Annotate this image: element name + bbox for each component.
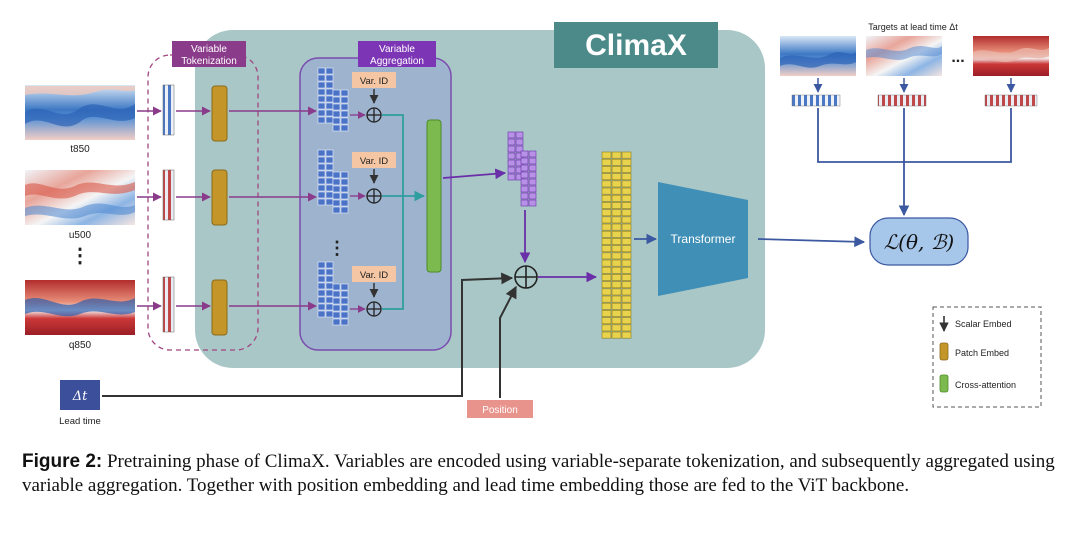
token-strip-t850 (162, 84, 175, 136)
aggregation-ellipsis: ⋮ (328, 238, 346, 258)
var-tokenization-label-2: Tokenization (181, 56, 237, 67)
transformer-block (658, 182, 748, 296)
target-token-strip-3 (984, 94, 1038, 107)
target-map-1 (780, 36, 856, 76)
targets-title: Targets at lead time Δt (868, 22, 958, 32)
loss-box (869, 217, 969, 266)
target-map-3 (973, 36, 1049, 76)
position-label: Position (482, 405, 518, 416)
var-tokenization-label-box (172, 41, 246, 67)
input-label-t850: t850 (70, 144, 90, 155)
climax-title: ClimaX (585, 29, 687, 62)
input-label-q850: q850 (69, 340, 92, 351)
cross-attention-block (426, 119, 442, 273)
input-ellipsis: ⋮ (70, 245, 90, 267)
legend-cross-swatch (939, 374, 949, 393)
input-map-u500 (25, 170, 135, 225)
var-id-1: Var. ID (352, 72, 396, 88)
aggregated-token-grid (507, 131, 537, 207)
svg-text:Var. ID: Var. ID (360, 156, 388, 167)
legend (932, 306, 1042, 408)
legend-cross-attention: Cross-attention (955, 380, 1016, 390)
token-grid-u500 (317, 149, 349, 214)
climax-title-box (554, 22, 718, 68)
legend-patch-swatch (939, 342, 949, 361)
token-grid-t850 (317, 67, 349, 132)
patch-embed-q850 (211, 279, 228, 336)
patch-embed-t850 (211, 85, 228, 142)
climax-pretraining-diagram: ClimaX Variable Tokenization Variable Ag… (25, 22, 1049, 427)
caption-label: Figure 2: (22, 451, 103, 472)
loss-label: ℒ(θ, ℬ) (884, 230, 955, 254)
target-token-strip-1 (791, 94, 841, 107)
token-strip-q850 (162, 276, 175, 333)
patch-embed-u500 (211, 169, 228, 226)
var-aggregation-label-box (358, 41, 436, 67)
lead-time-box (60, 380, 100, 410)
target-token-strip-2 (877, 94, 927, 107)
transformer-input-token-grid (601, 151, 632, 339)
lead-time-symbol: Δt (72, 389, 88, 404)
transformer-label: Transformer (671, 232, 736, 246)
var-tokenization-region (147, 54, 259, 351)
lead-time-label: Lead time (59, 416, 101, 427)
target-map-2 (866, 36, 942, 76)
input-label-u500: u500 (69, 230, 92, 241)
var-id-3: Var. ID (352, 266, 396, 282)
var-id-2: Var. ID (352, 152, 396, 168)
legend-scalar-embed: Scalar Embed (955, 319, 1012, 329)
legend-patch-embed: Patch Embed (955, 348, 1009, 358)
svg-text:Var. ID: Var. ID (360, 270, 388, 281)
var-tokenization-label-1: Variable (191, 44, 227, 55)
position-box (467, 400, 533, 418)
input-map-q850 (25, 280, 135, 335)
token-grid-q850 (317, 261, 349, 326)
var-aggregation-label-1: Variable (379, 44, 415, 55)
input-map-t850 (25, 85, 135, 140)
var-aggregation-label-2: Aggregation (370, 56, 424, 67)
token-strip-u500 (162, 169, 175, 221)
svg-text:Var. ID: Var. ID (360, 76, 388, 87)
figure-caption: Figure 2: Pretraining phase of ClimaX. V… (22, 450, 1062, 498)
caption-text: Pretraining phase of ClimaX. Variables a… (22, 451, 1055, 496)
targets-ellipsis: ... (951, 49, 964, 66)
